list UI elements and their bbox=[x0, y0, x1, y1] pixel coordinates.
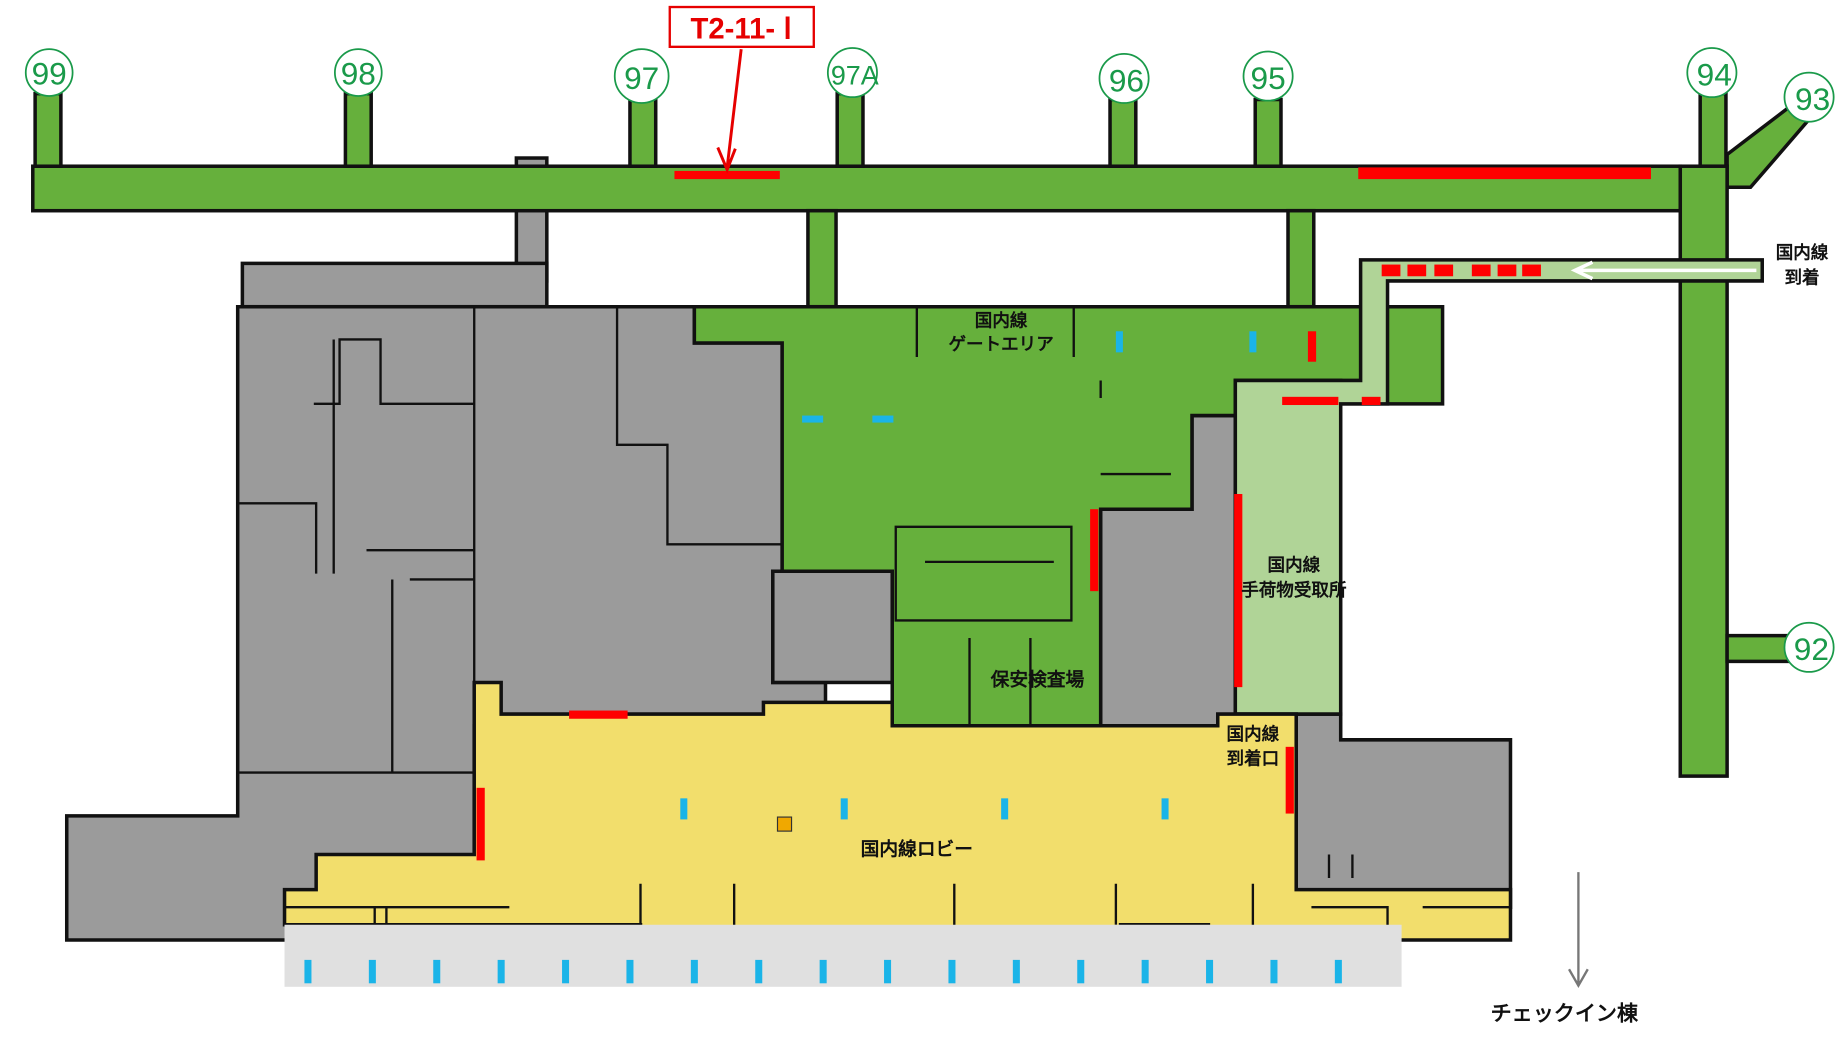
lobby-walls bbox=[284, 854, 1511, 940]
gate-label: 92 bbox=[1794, 631, 1829, 667]
gate-98[interactable]: 98 bbox=[334, 48, 383, 97]
gate-97[interactable]: 97 bbox=[613, 48, 670, 104]
arrival-path bbox=[1233, 258, 1764, 716]
gate-94[interactable]: 94 bbox=[1686, 47, 1738, 99]
gate-area-label: ゲートエリア bbox=[948, 334, 1053, 355]
gate-99[interactable]: 99 bbox=[24, 48, 74, 97]
info-point-icon bbox=[776, 816, 793, 832]
baggage-claim-label: 国内線 bbox=[1268, 555, 1321, 576]
gate-label: 94 bbox=[1697, 56, 1732, 92]
interior-walls bbox=[237, 306, 783, 774]
gate-label: 97A bbox=[831, 60, 879, 90]
gate-label: 95 bbox=[1251, 60, 1286, 96]
gate-label: 97 bbox=[624, 60, 659, 96]
gate-label: 98 bbox=[341, 55, 376, 91]
callout-label: T2-11- Ⅰ bbox=[691, 14, 792, 46]
baggage-claim-label: 手荷物受取所 bbox=[1241, 580, 1347, 601]
area-labels: 国内線 ゲートエリア 国内線 到着 国内線 手荷物受取所 保安検査場 国内線 到… bbox=[861, 243, 1829, 1026]
gate-label: 96 bbox=[1109, 62, 1144, 98]
gate-97a[interactable]: 97A bbox=[826, 47, 879, 99]
arrival-label: 到着 bbox=[1784, 267, 1819, 288]
highlight-markers bbox=[476, 167, 1651, 861]
gate-92[interactable]: 92 bbox=[1783, 621, 1835, 673]
lobby-area bbox=[282, 680, 1513, 942]
curbside bbox=[284, 924, 1402, 987]
gate-area-label: 国内線 bbox=[975, 311, 1028, 332]
gate-label: 99 bbox=[32, 55, 67, 91]
arrival-arrow-icon bbox=[1570, 260, 1757, 281]
checkin-arrow-icon bbox=[1568, 872, 1589, 989]
security-walls bbox=[894, 306, 1171, 726]
gate-93[interactable]: 93 bbox=[1783, 71, 1835, 123]
blue-markers bbox=[304, 331, 1342, 984]
checkin-building-label: チェックイン棟 bbox=[1491, 1001, 1639, 1026]
security-label: 保安検査場 bbox=[990, 669, 1085, 691]
gate-markers: 99 98 97 97A 96 95 94 93 92 bbox=[24, 47, 1835, 673]
callout-arrow-icon bbox=[716, 48, 743, 174]
location-callout: T2-11- Ⅰ bbox=[668, 5, 815, 174]
arrival-label: 国内線 bbox=[1776, 243, 1829, 264]
gate-96[interactable]: 96 bbox=[1098, 52, 1150, 104]
gate-95[interactable]: 95 bbox=[1242, 50, 1294, 102]
arrival-exit-label: 国内線 bbox=[1227, 724, 1280, 745]
gate-label: 93 bbox=[1795, 81, 1830, 117]
arrival-exit-label: 到着口 bbox=[1227, 748, 1280, 769]
lobby-label: 国内線ロビー bbox=[861, 839, 973, 861]
